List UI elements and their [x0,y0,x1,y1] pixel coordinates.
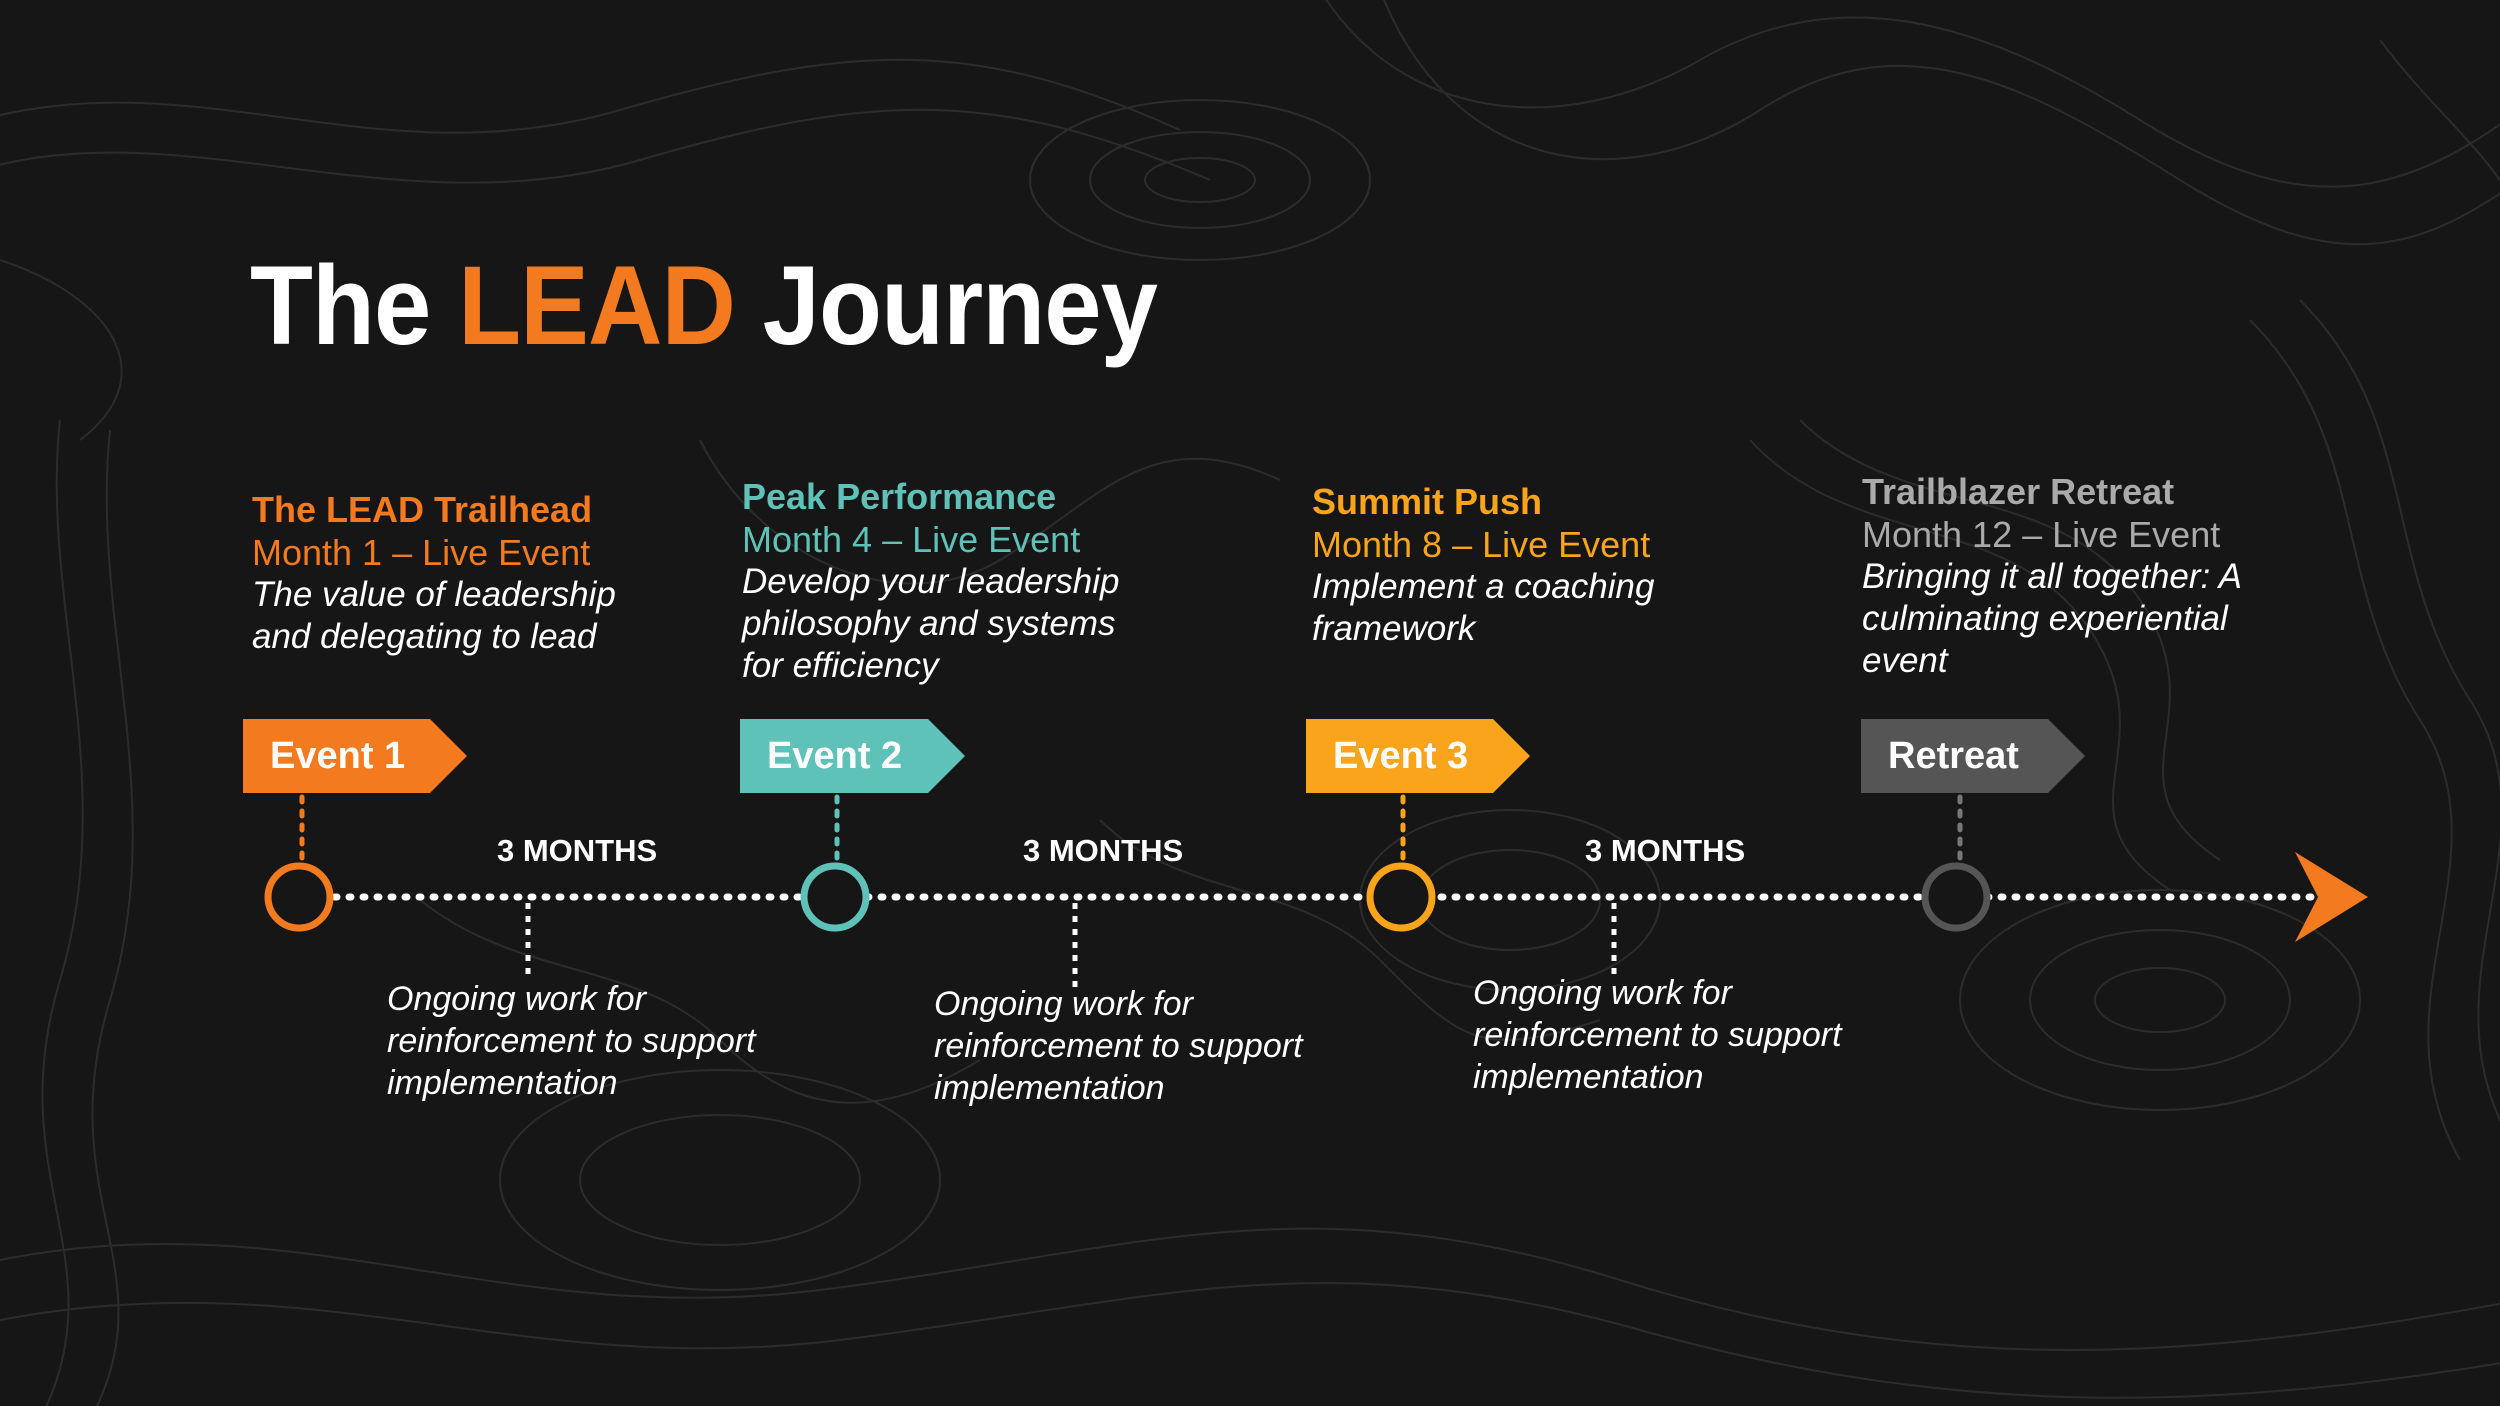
interval-2-note: Ongoing work for reinforcement to suppor… [934,983,1303,1109]
title-highlight: LEAD [458,243,736,368]
interval-1-label: 3 MONTHS [497,833,658,868]
interval-1-note-line-1: Ongoing work for [387,980,646,1018]
event-2-node [800,862,870,932]
event-2-tag: Event 2 [740,719,965,793]
interval-3-note: Ongoing work for reinforcement to suppor… [1473,972,1842,1098]
milestone-1-subtitle: Month 1 – Live Event [252,532,591,574]
title-part-1: The [250,243,459,368]
interval-1-note-line-2: reinforcement to support [387,1022,756,1061]
milestone-4-description-line-2: culminating experiential [1862,599,2228,639]
event-2-tag-label: Event 2 [767,735,903,777]
retreat-tag: Retreat [1861,719,2085,793]
event-3-tag: Event 3 [1306,719,1530,793]
event-3-tag-label: Event 3 [1333,735,1469,777]
interval-3-note-line-2: reinforcement to support [1473,1016,1842,1055]
milestone-2-description-line-1: Develop your leadership [742,562,1120,602]
milestone-1-title: The LEAD Trailhead [252,489,593,530]
milestone-3-description-line-2: framework [1312,609,1476,649]
milestone-1-description-line-1: The value of leadership [252,575,616,615]
page-title: The LEAD Journey [250,250,1158,362]
milestone-2-description-line-3: for efficiency [742,646,939,686]
title-part-2: Journey [734,243,1158,368]
interval-3-label: 3 MONTHS [1585,833,1746,868]
milestone-2-card: Peak Performance Month 4 – Live Event De… [742,475,1119,687]
interval-3-note-line-1: Ongoing work for [1473,974,1732,1012]
milestone-3-card: Summit Push Month 8 – Live Event Impleme… [1312,480,1654,650]
retreat-tag-shape [1861,719,2085,793]
milestone-3-description-line-1: Implement a coaching [1312,567,1655,607]
event-1-tag: Event 1 [243,719,467,793]
event-1-node [264,862,334,932]
interval-2-note-line-1: Ongoing work for [934,985,1193,1023]
milestone-1-card: The LEAD Trailhead Month 1 – Live Event … [252,488,616,658]
milestone-1-description-line-2: and delegating to lead [252,617,597,657]
interval-2-note-line-3: implementation [934,1069,1165,1108]
interval-1-note-line-3: implementation [387,1064,618,1103]
retreat-tag-label: Retreat [1888,735,2019,777]
event-1-tag-shape [243,719,467,793]
interval-2-note-line-2: reinforcement to support [934,1027,1303,1066]
milestone-3-subtitle: Month 8 – Live Event [1312,524,1651,566]
milestone-4-description-line-1: Bringing it all together: A [1862,557,2243,597]
event-3-node [1366,862,1436,932]
interval-3-note-line-3: implementation [1473,1058,1704,1097]
milestone-2-subtitle: Month 4 – Live Event [742,519,1081,561]
retreat-node [1921,862,1991,932]
milestone-4-title: Trailblazer Retreat [1862,471,2175,512]
milestone-2-description-line-2: philosophy and systems [742,604,1116,644]
milestone-2-title: Peak Performance [742,476,1057,517]
timeline-arrow-head [2295,852,2368,942]
event-3-tag-shape [1306,719,1530,793]
interval-2-label: 3 MONTHS [1023,833,1184,868]
milestone-4-description-line-3: event [1862,641,1948,681]
event-2-tag-shape [740,719,965,793]
milestone-4-subtitle: Month 12 – Live Event [1862,514,2221,556]
interval-1-note: Ongoing work for reinforcement to suppor… [387,978,756,1104]
milestone-3-title: Summit Push [1312,481,1543,522]
milestone-4-card: Trailblazer Retreat Month 12 – Live Even… [1862,470,2242,682]
event-1-tag-label: Event 1 [270,735,406,777]
